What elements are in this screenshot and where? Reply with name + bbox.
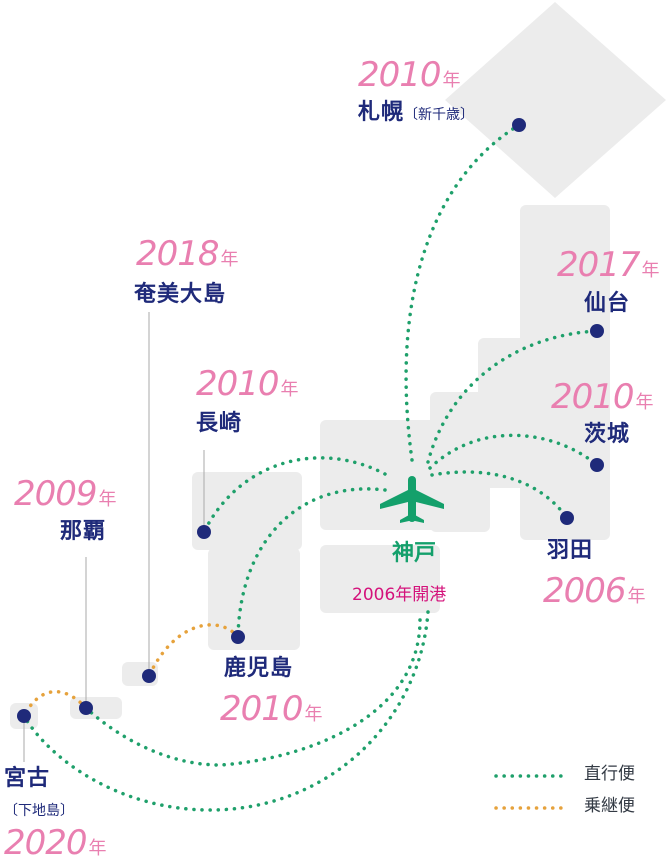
hub-opened: 2006年開港 (352, 585, 447, 605)
airport-dot-sendai (590, 324, 604, 338)
city-ibaraki: 茨城 (584, 422, 631, 447)
city-kagoshima: 鹿児島 (224, 656, 294, 681)
land-kanto (478, 338, 558, 488)
city-sapporo: 札幌〔新千歳〕 (358, 100, 475, 125)
airport-dot-nagasaki (197, 525, 211, 539)
direct-routes (22, 123, 599, 812)
route-sendai (426, 329, 599, 464)
land-chugoku-shikoku (320, 545, 440, 613)
city-amami: 奄美大島 (134, 282, 227, 307)
city-haneda: 羽田 (547, 538, 594, 563)
legend-swatches (494, 774, 570, 810)
legend-direct-label: 直行便 (584, 764, 635, 784)
legend-connecting-label: 乗継便 (584, 796, 635, 816)
leader-lines (23, 312, 205, 762)
airport-dot-ibaraki (590, 458, 604, 472)
route-ibaraki (428, 433, 599, 470)
land-kyushu-south (208, 548, 300, 650)
route-miyako (22, 610, 430, 812)
airport-dot-naha (79, 701, 93, 715)
city-naha: 那覇 (60, 519, 107, 544)
city-sub-miyako: 〔下地島〕 (4, 803, 74, 819)
airport-dots (17, 118, 604, 723)
hub-name: 神戸 (392, 541, 437, 566)
city-sendai: 仙台 (584, 291, 631, 316)
airport-dot-kagoshima (231, 630, 245, 644)
airport-dot-haneda (560, 511, 574, 525)
route-miyako-connect (22, 690, 88, 718)
land-masses (10, 2, 666, 729)
route-nagasaki (202, 456, 387, 534)
airplane-icon (380, 476, 444, 523)
route-sapporo (404, 123, 521, 462)
city-miyako: 宮古 (4, 766, 51, 791)
city-sub-sapporo: 〔新千歳〕 (404, 107, 475, 123)
land-hokkaido (445, 2, 666, 198)
airport-dot-sapporo (512, 118, 526, 132)
route-kagoshima (236, 487, 387, 639)
city-nagasaki: 長崎 (196, 411, 243, 436)
route-amami-connect (147, 623, 240, 678)
land-kyushu-north (192, 472, 302, 550)
route-naha (84, 618, 422, 767)
airport-dot-amami (142, 669, 156, 683)
land-kansai (320, 420, 470, 530)
airport-dot-miyako (17, 709, 31, 723)
land-okinawa (70, 697, 122, 719)
route-haneda (430, 470, 569, 520)
connecting-routes (22, 623, 240, 718)
